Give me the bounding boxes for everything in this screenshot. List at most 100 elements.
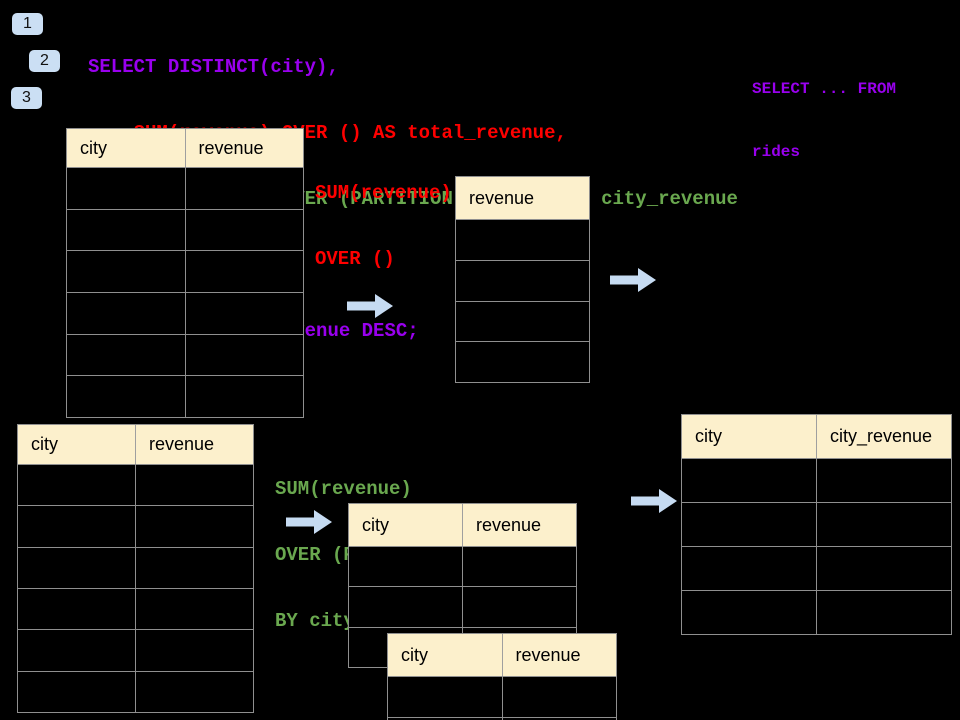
table-partition-step-header: city revenue bbox=[349, 504, 576, 546]
table-row bbox=[67, 208, 304, 251]
table-cell bbox=[682, 591, 817, 634]
table-row bbox=[388, 676, 616, 717]
table-cell bbox=[18, 547, 136, 588]
column-header-revenue: revenue bbox=[469, 187, 535, 208]
column-header-city: city bbox=[18, 425, 136, 464]
table-row bbox=[18, 670, 253, 712]
flow-arrow-final-icon bbox=[631, 489, 677, 513]
table-cell bbox=[456, 261, 589, 301]
flow-arrow-total-icon bbox=[347, 294, 393, 318]
table-row bbox=[349, 546, 576, 587]
table-final-result: city city_revenue bbox=[681, 414, 952, 635]
table-row bbox=[388, 717, 616, 720]
table-partition-step-overlay-header: city revenue bbox=[388, 634, 616, 676]
table-row bbox=[456, 341, 589, 382]
table-cell bbox=[67, 168, 186, 209]
table-cell bbox=[67, 251, 186, 293]
table-row bbox=[67, 292, 303, 334]
table-source-bottom-header: city revenue bbox=[18, 425, 253, 464]
flow-arrow-partition-icon bbox=[286, 510, 332, 534]
table-cell bbox=[186, 251, 304, 292]
step-badge-2-label: 2 bbox=[40, 52, 49, 69]
table-row bbox=[456, 259, 589, 301]
table-cell bbox=[18, 630, 136, 671]
table-row bbox=[67, 167, 303, 209]
table-row bbox=[682, 502, 951, 546]
table-row bbox=[682, 590, 951, 634]
table-cell bbox=[67, 376, 186, 418]
column-header-revenue: revenue bbox=[476, 514, 542, 535]
column-header-city: city bbox=[388, 634, 503, 676]
table-cell bbox=[817, 547, 951, 590]
table-source-top-header: city revenue bbox=[67, 129, 303, 167]
step-badge-3: 3 bbox=[11, 87, 42, 109]
table-cell bbox=[136, 548, 253, 588]
table-cell bbox=[186, 376, 304, 417]
flow-arrow-total-out-icon bbox=[610, 268, 656, 292]
table-cell bbox=[18, 588, 136, 630]
table-cell bbox=[682, 503, 817, 546]
table-cell bbox=[817, 459, 951, 502]
table-cell bbox=[388, 718, 503, 720]
step-badge-2: 2 bbox=[29, 50, 60, 72]
table-cell bbox=[186, 210, 304, 251]
table-cell bbox=[67, 334, 186, 376]
table-cell bbox=[18, 465, 136, 506]
table-cell bbox=[456, 302, 589, 342]
table-row bbox=[18, 587, 253, 630]
column-header-city: city bbox=[349, 504, 463, 546]
column-header-revenue: revenue bbox=[149, 434, 215, 454]
table-row bbox=[682, 458, 951, 502]
table-total-result: revenue bbox=[455, 176, 590, 383]
table-cell bbox=[463, 587, 576, 626]
column-header-city: city bbox=[682, 415, 817, 458]
annotation-total-line-2: OVER () bbox=[315, 248, 395, 270]
table-cell bbox=[136, 672, 253, 712]
table-cell bbox=[18, 506, 136, 547]
table-cell bbox=[18, 671, 136, 712]
table-cell bbox=[67, 293, 186, 334]
table-cell bbox=[186, 293, 304, 334]
table-cell bbox=[817, 591, 951, 634]
table-cell bbox=[349, 587, 463, 627]
table-row bbox=[67, 333, 304, 376]
step-badge-1: 1 bbox=[12, 13, 43, 35]
table-cell bbox=[186, 335, 304, 376]
table-cell bbox=[682, 459, 817, 502]
table-cell bbox=[136, 589, 253, 629]
column-header-revenue: revenue bbox=[198, 137, 264, 158]
table-row bbox=[67, 250, 304, 293]
table-source-bottom: city revenue bbox=[17, 424, 254, 713]
table-row bbox=[18, 505, 253, 547]
table-cell bbox=[136, 630, 253, 670]
step-badge-3-label: 3 bbox=[22, 89, 31, 106]
table-cell bbox=[503, 677, 617, 717]
table-row bbox=[349, 586, 576, 627]
table-partition-step-overlay: city revenue bbox=[387, 633, 617, 720]
column-header-city: city bbox=[67, 129, 186, 167]
table-row bbox=[18, 464, 253, 506]
column-header-city-revenue: city_revenue bbox=[830, 426, 933, 446]
table-cell bbox=[388, 677, 503, 717]
table-row bbox=[456, 219, 589, 260]
table-row bbox=[18, 546, 253, 588]
table-row bbox=[18, 629, 253, 671]
side-note: SELECT ... FROM rides bbox=[752, 37, 896, 205]
table-row bbox=[67, 375, 304, 418]
table-cell bbox=[456, 220, 589, 260]
table-cell bbox=[349, 547, 463, 587]
annotation-partition-line-1: SUM(revenue) bbox=[275, 478, 412, 500]
sql-line-select: SELECT DISTINCT(city), bbox=[88, 56, 339, 78]
annotation-total: SUM(revenue) OVER () bbox=[315, 138, 452, 314]
table-total-result-header: revenue bbox=[456, 177, 589, 219]
side-note-line-1: SELECT ... FROM bbox=[752, 80, 897, 98]
table-cell bbox=[682, 547, 817, 590]
table-cell bbox=[456, 342, 589, 382]
annotation-total-line-1: SUM(revenue) bbox=[315, 182, 452, 204]
table-cell bbox=[463, 547, 576, 586]
table-cell bbox=[186, 168, 304, 209]
side-note-line-2: rides bbox=[752, 143, 801, 161]
column-header-revenue: revenue bbox=[515, 644, 581, 665]
table-cell bbox=[136, 465, 253, 505]
